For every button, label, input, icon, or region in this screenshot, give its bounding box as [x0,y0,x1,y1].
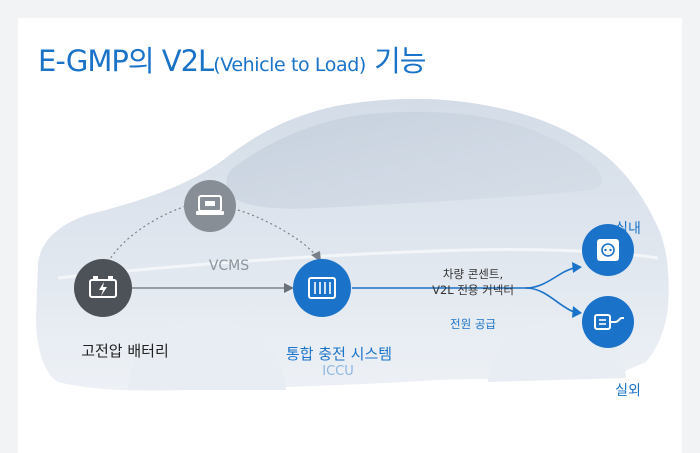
car-battery-icon [89,276,117,298]
dotted-link-vcms-iccu [237,209,317,257]
page-title: E-GMP의 V2L(Vehicle to Load) 기능 [38,38,427,80]
battery-label: 고전압 배터리 [81,342,169,360]
battery-node [74,259,132,317]
indoor-node [582,224,634,276]
link-to-outdoor [525,287,575,313]
indoor-label: 실내 [615,221,641,237]
outdoor-label: 실외 [615,383,641,399]
link-to-indoor [525,267,575,289]
iccu-label: 통합 충전 시스템 [285,345,393,363]
title-main: E-GMP의 V2L [38,44,214,78]
power-supply-label: 전원 공급 [450,317,496,331]
charging-module-icon [196,195,224,215]
car-window [226,111,603,209]
arrowhead-outdoor [572,306,582,318]
arrowhead-iccu [284,283,294,293]
power-outlet-icon [597,239,619,261]
outdoor-node [582,296,634,348]
iccu-sublabel: ICCU [322,364,354,379]
vcms-label: VCMS [208,258,250,274]
car-silhouette [36,98,669,391]
diagram-frame: E-GMP의 V2L(Vehicle to Load) 기능 고전압 배터리 V… [18,18,682,453]
vcms-node [184,180,236,232]
dotted-link-battery-vcms [107,205,187,263]
charging-unit-icon [308,277,336,299]
title-suffix: 기능 [374,44,426,78]
title-paren: (Vehicle to Load) [213,54,366,76]
outlet-note-line2: V2L 전용 커넥터 [432,283,514,297]
outlet-note-line1: 차량 콘센트, [442,267,504,281]
wheel-front [128,318,286,390]
iccu-node [293,259,351,317]
v2l-connector-icon [594,314,624,330]
arrowhead-indoor [572,262,582,273]
